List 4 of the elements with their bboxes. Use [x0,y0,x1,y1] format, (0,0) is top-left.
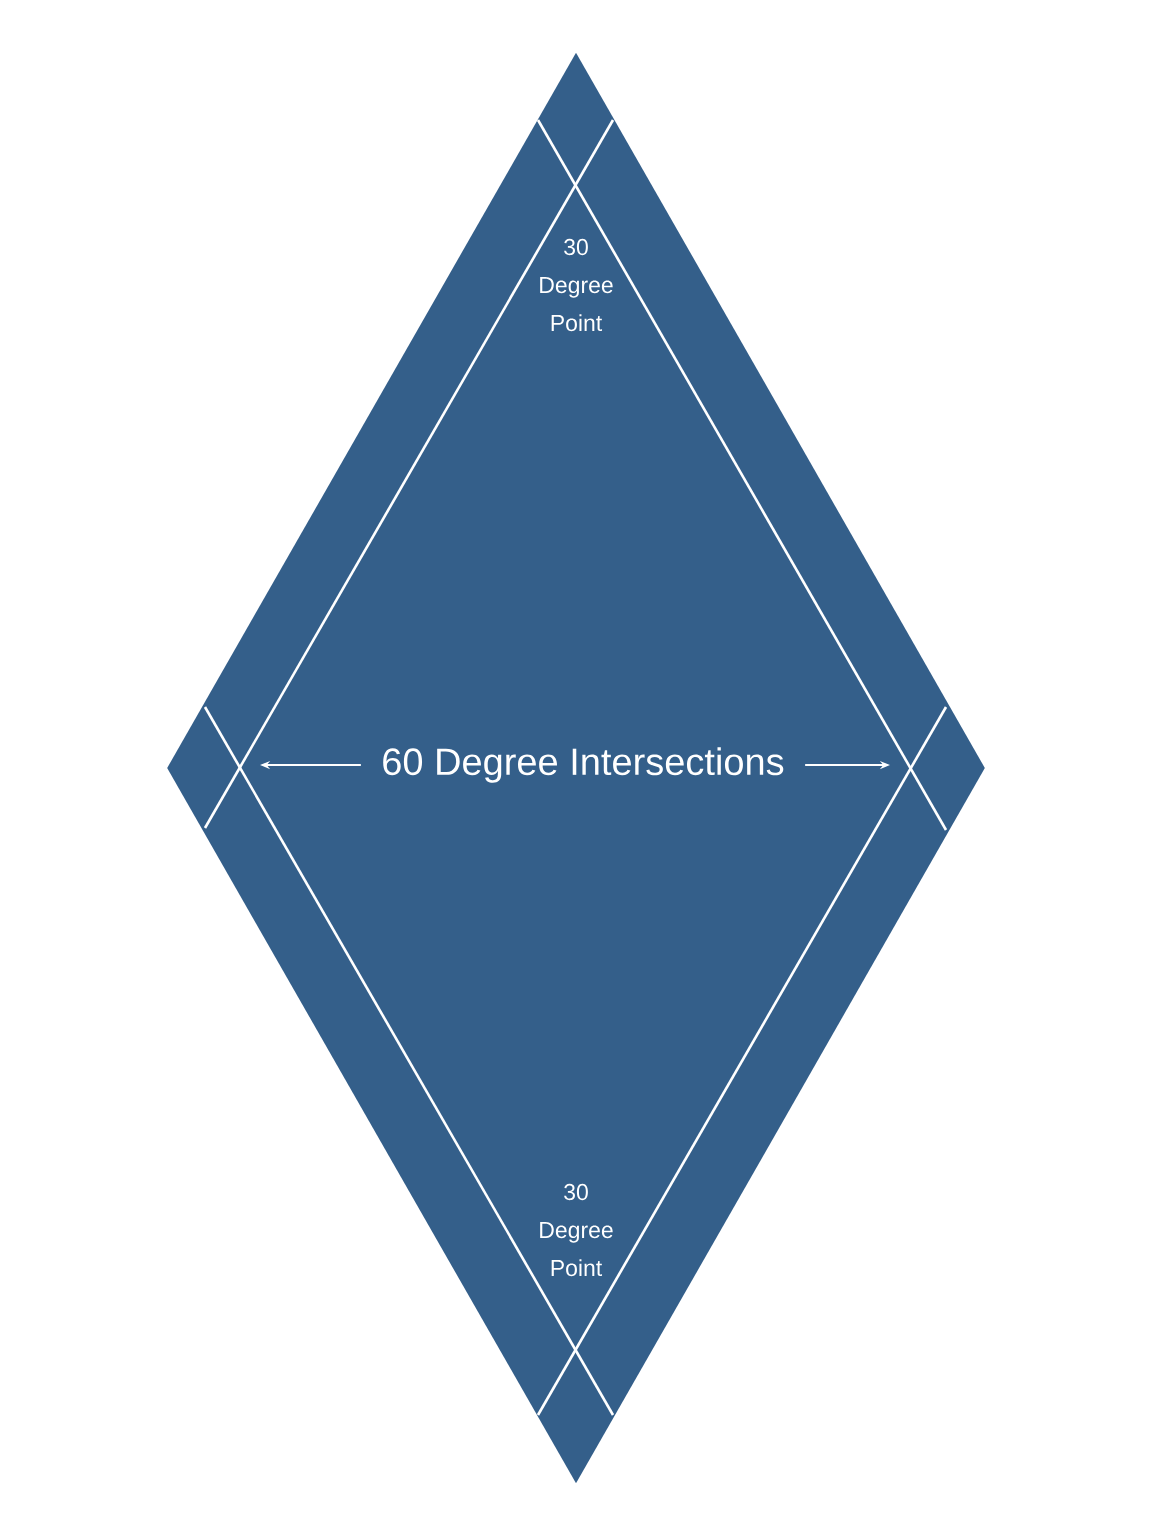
angle-label: 30 Degree Point [540,238,613,332]
diamond-shape [167,52,985,1484]
diagram-label: 60 Degree Intersections [383,747,784,783]
angle-label: 30 Degree Point [540,1183,613,1277]
